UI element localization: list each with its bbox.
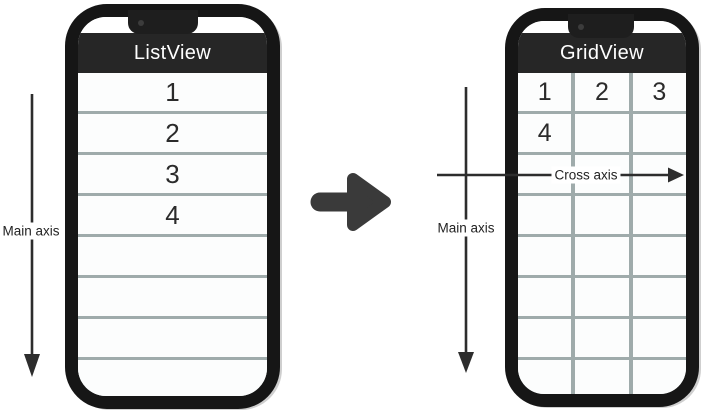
grid-cell: 1: [518, 73, 572, 111]
listview-appbar: ListView: [78, 33, 267, 73]
main-axis-label-right: Main axis: [434, 219, 498, 237]
list-row-number: 1: [165, 76, 180, 107]
list-row-number: 2: [165, 117, 180, 148]
grid-cell: [575, 237, 629, 275]
gridview-title: GridView: [560, 41, 644, 64]
grid-cell: [575, 114, 629, 152]
list-row-number: 4: [165, 199, 180, 230]
grid-cell: [632, 278, 686, 316]
grid-cell: [632, 319, 686, 357]
grid-cell-number: 3: [652, 77, 667, 106]
grid-cell: 2: [575, 73, 629, 111]
list-row: 4: [78, 196, 267, 234]
list-row: 3: [78, 155, 267, 193]
listview-title: ListView: [133, 41, 212, 64]
grid-cell: [518, 237, 572, 275]
list-row-number: 3: [165, 158, 180, 189]
grid-cell: [632, 360, 686, 394]
gridview-screen: GridView 1 2 3 4: [518, 21, 686, 394]
cross-axis-label: Cross axis: [551, 166, 621, 184]
grid-cell: [632, 196, 686, 234]
grid-cell: [575, 319, 629, 357]
gridview-appbar: GridView: [518, 33, 686, 73]
main-axis-label-left: Main axis: [0, 222, 63, 240]
grid-cell: [632, 237, 686, 275]
list-row: 1: [78, 73, 267, 111]
grid-cell: [518, 278, 572, 316]
grid-cell: 4: [518, 114, 572, 152]
list-row: [78, 319, 267, 357]
phone-notch: [568, 14, 634, 38]
phone-listview: ListView 1 2 3 4: [65, 4, 280, 409]
grid-cell: [632, 155, 686, 193]
grid-cell-number: 1: [537, 77, 552, 106]
phone-notch: [128, 10, 198, 34]
camera-icon: [578, 24, 584, 30]
grid-cell: [575, 360, 629, 394]
list-row: [78, 360, 267, 396]
grid-cell: [575, 196, 629, 234]
grid-cell: [518, 319, 572, 357]
list-row: [78, 237, 267, 275]
list-row: [78, 278, 267, 316]
transition-right-arrow-icon: [310, 173, 391, 231]
phone-gridview: GridView 1 2 3 4: [505, 8, 699, 407]
list-row: 2: [78, 114, 267, 152]
grid-cell: [632, 114, 686, 152]
grid-cell-number: 4: [537, 118, 552, 147]
gridview-cells: 1 2 3 4: [518, 73, 686, 394]
grid-cell-number: 2: [595, 77, 609, 106]
camera-icon: [138, 20, 144, 26]
grid-cell: [575, 278, 629, 316]
grid-cell: 3: [632, 73, 686, 111]
listview-screen: ListView 1 2 3 4: [78, 17, 267, 396]
grid-cell: [518, 196, 572, 234]
listview-rows: 1 2 3 4: [78, 73, 267, 396]
grid-cell: [518, 360, 572, 394]
